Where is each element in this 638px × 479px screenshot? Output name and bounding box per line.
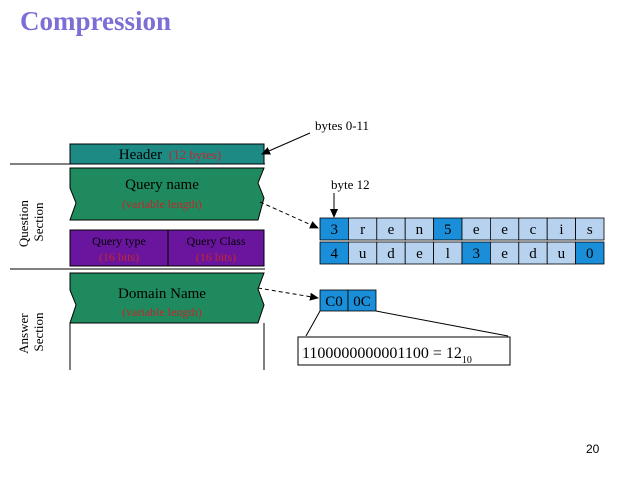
query-name-label: Query name (125, 177, 199, 193)
byte-cell-text: 4 (330, 246, 338, 262)
byte-cell-text: e (501, 222, 508, 238)
header-box (69, 143, 265, 165)
domain-name-box (69, 272, 265, 324)
byte-cell-text: 5 (444, 222, 452, 238)
header-arrow (261, 132, 311, 155)
query-type-note: (16 bits) (99, 250, 139, 264)
slide-title: Compression (20, 6, 172, 36)
byte-cell-text: e (416, 246, 423, 262)
domain-name-note: (variable length) (122, 305, 202, 319)
query-type-box (69, 229, 169, 267)
byte-cell (575, 241, 605, 265)
query-class-note: (16 bits) (196, 250, 236, 264)
page-number: 20 (586, 442, 600, 456)
pointer-cell (347, 289, 377, 312)
byte-cell-text: u (558, 246, 566, 262)
binary-box (297, 336, 511, 366)
query-class-box (167, 229, 265, 267)
byte-cell-text: e (388, 222, 395, 238)
query-type-label: Query type (92, 234, 146, 248)
query-name-box (69, 167, 265, 221)
byte-cell-text: r (360, 222, 365, 238)
byte-cell-text: d (387, 246, 395, 262)
pointer-line-left (305, 310, 321, 337)
domain-name-label: Domain Name (118, 286, 206, 302)
pointer-cell-text: C0 (325, 294, 343, 310)
query-name-pointer-arrow (259, 201, 319, 229)
byte-cell (575, 217, 605, 241)
byte-cell-text: c (530, 222, 537, 238)
pointer-line-right (375, 310, 509, 337)
byte-cell-text: i (559, 222, 563, 238)
header-box-text: Header (12 bytes) (119, 147, 221, 163)
byte-cell-text: e (501, 246, 508, 262)
byte-cell-text: 3 (330, 222, 338, 238)
byte-cell-text: d (529, 246, 537, 262)
domain-name-pointer-arrow (257, 287, 319, 301)
byte-cell-text: e (473, 222, 480, 238)
byte-cell-text: u (359, 246, 367, 262)
byte-cell-text: s (587, 222, 593, 238)
question-section-label: Question Section (16, 197, 46, 247)
bytes-header-label: bytes 0-11 (315, 118, 369, 133)
answer-section-label: Answer Section (16, 310, 46, 354)
binary-value-text: 1100000000001100 = 1210 (302, 345, 472, 366)
byte-cell-text: 3 (472, 246, 480, 262)
pointer-cell-text: 0C (353, 294, 371, 310)
byte-cell-text: l (446, 246, 450, 262)
pointer-grid: C0 0C (319, 289, 377, 312)
byte-cell-text: n (416, 222, 424, 238)
byte-cell-text: 0 (586, 246, 594, 262)
query-name-note: (variable length) (122, 197, 202, 211)
byte-12-label: byte 12 (331, 177, 370, 192)
query-class-label: Query Class (187, 234, 246, 248)
